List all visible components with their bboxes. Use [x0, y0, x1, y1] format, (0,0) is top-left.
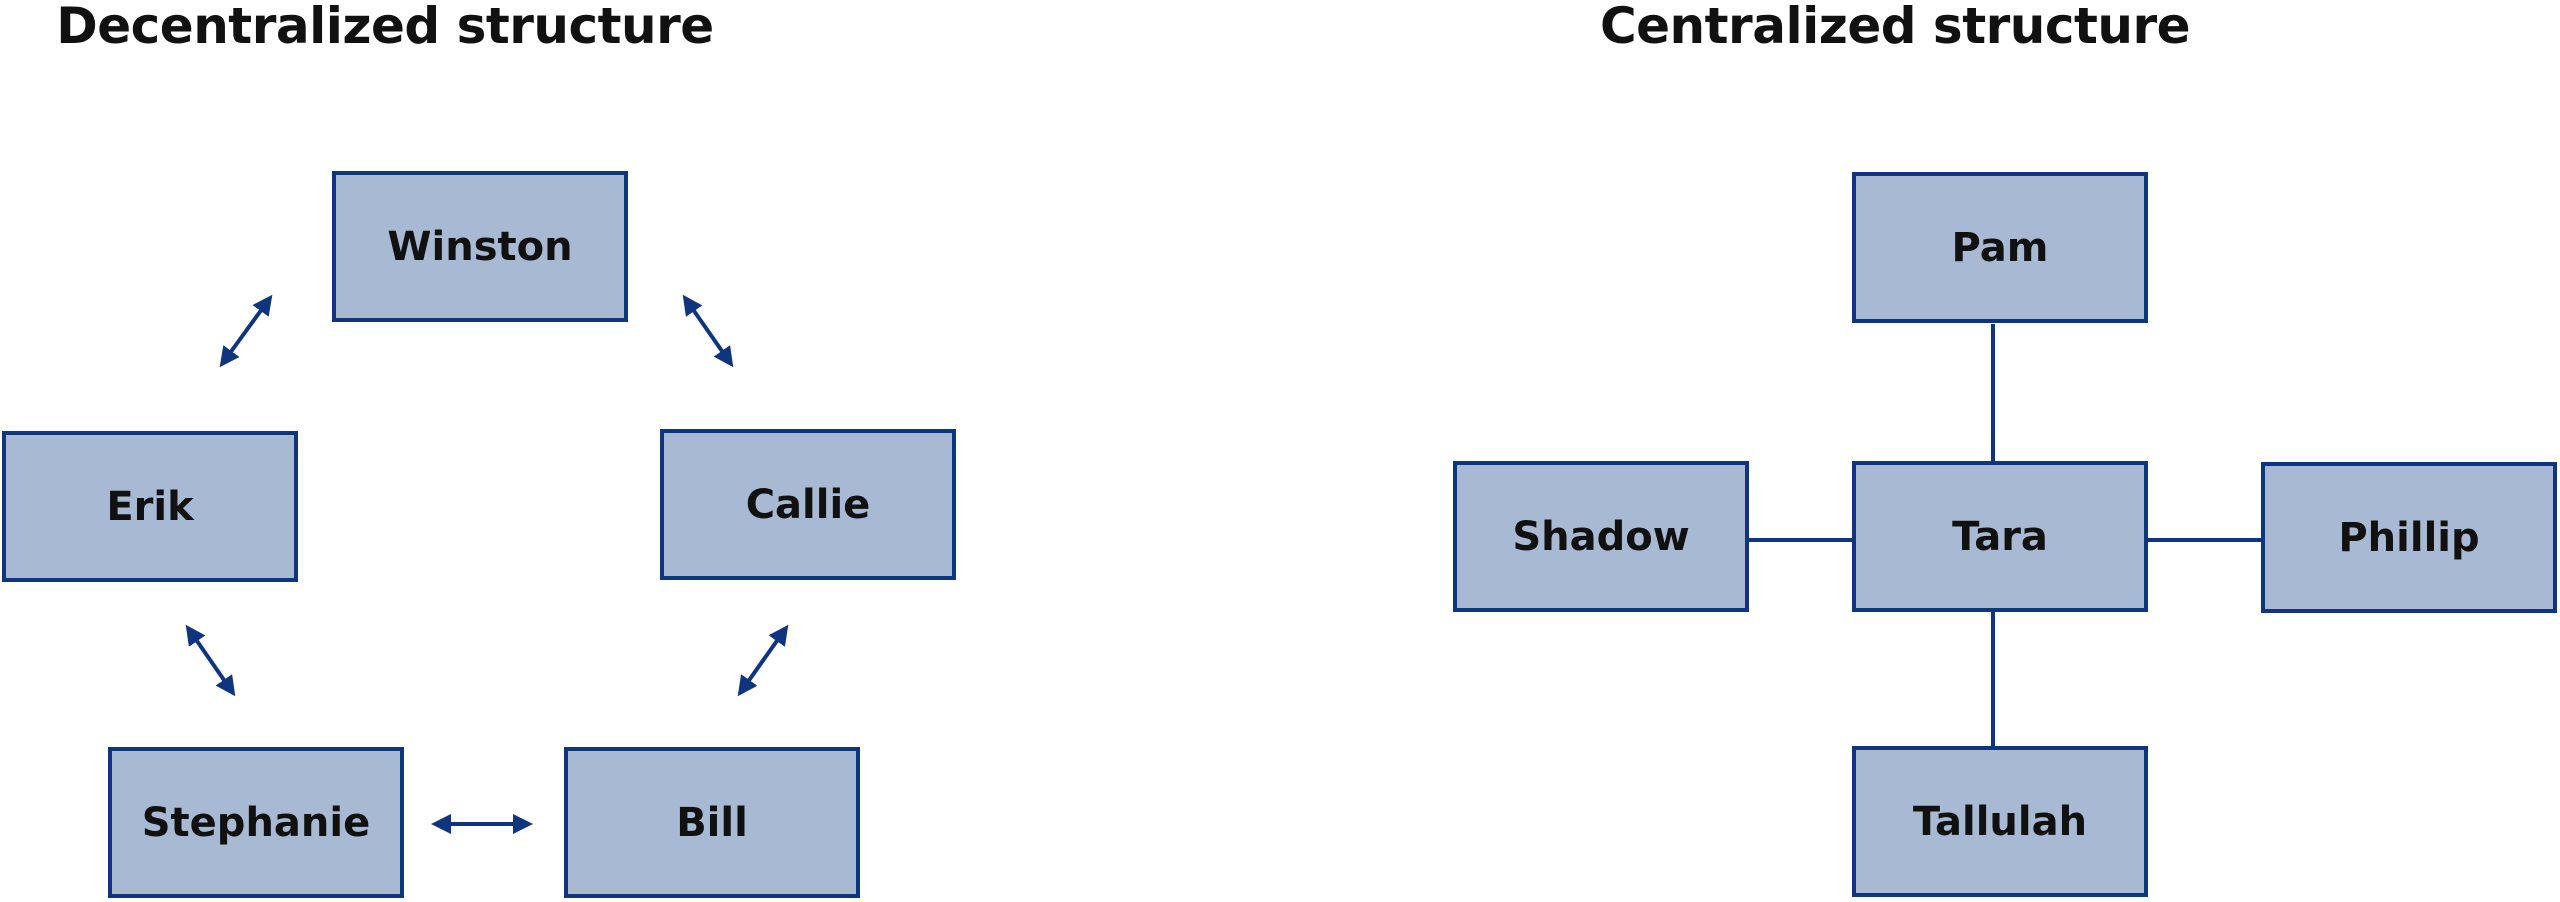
arrow-callie-bill	[737, 624, 789, 697]
node-bill: Bill	[564, 747, 860, 898]
node-label: Callie	[745, 481, 871, 528]
node-callie: Callie	[660, 429, 956, 580]
node-label: Phillip	[2338, 514, 2480, 561]
arrow-erik-stephanie	[185, 624, 236, 697]
node-shadow: Shadow	[1453, 461, 1749, 612]
decentralized-title: Decentralized structure	[56, 0, 714, 55]
node-label: Tara	[1952, 513, 2048, 560]
arrow-winston-callie	[682, 294, 734, 368]
node-winston: Winston	[332, 171, 628, 322]
node-label: Bill	[676, 799, 748, 846]
node-label: Stephanie	[141, 799, 371, 846]
arrow-winston-erik	[219, 294, 273, 368]
node-label: Erik	[106, 483, 194, 530]
node-label: Winston	[387, 223, 573, 270]
node-phillip: Phillip	[2261, 462, 2557, 613]
node-stephanie: Stephanie	[108, 747, 404, 898]
centralized-title: Centralized structure	[1599, 0, 2191, 55]
node-label: Shadow	[1512, 513, 1690, 560]
node-erik: Erik	[2, 431, 298, 582]
node-tallulah: Tallulah	[1852, 746, 2148, 897]
node-label: Pam	[1951, 224, 2049, 271]
node-pam: Pam	[1852, 172, 2148, 323]
node-tara: Tara	[1852, 461, 2148, 612]
node-label: Tallulah	[1912, 798, 2088, 845]
